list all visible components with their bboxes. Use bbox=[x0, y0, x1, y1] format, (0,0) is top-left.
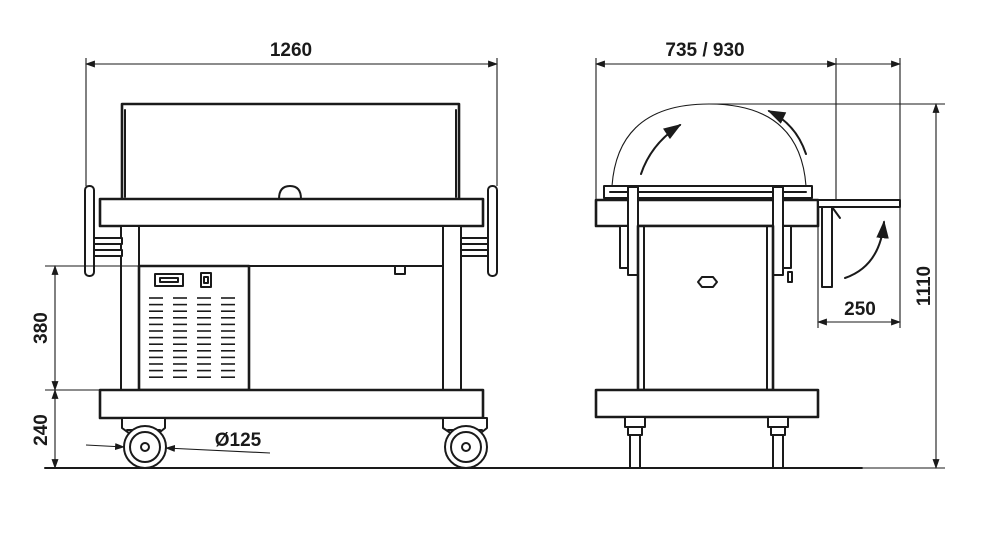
dimension-labels: 1260 735 / 930 380 240 Ø125 250 1110 bbox=[31, 40, 935, 451]
side-bottom-shelf bbox=[594, 388, 820, 419]
side-view bbox=[594, 103, 901, 469]
front-leg-right bbox=[442, 225, 462, 391]
handle-left bbox=[84, 185, 95, 277]
dome-open-arrow-left bbox=[640, 124, 682, 175]
handle-right bbox=[487, 185, 498, 277]
dim-side-shelf: 250 bbox=[844, 299, 876, 320]
front-top-slab bbox=[98, 197, 485, 228]
dim-side-depth: 735 / 930 bbox=[665, 40, 744, 61]
dim-wheel-diameter: Ø125 bbox=[215, 430, 262, 451]
hood-handle bbox=[278, 185, 302, 200]
side-shelf bbox=[817, 199, 901, 208]
dimension-lines bbox=[45, 58, 945, 469]
dim-base-height: 240 bbox=[31, 414, 52, 446]
side-caster-right bbox=[767, 416, 789, 469]
side-caster-left bbox=[624, 416, 646, 469]
side-body bbox=[636, 224, 775, 392]
dim-front-width: 1260 bbox=[270, 40, 312, 61]
dome-open-arrow-right bbox=[767, 110, 807, 155]
front-view bbox=[84, 102, 498, 469]
dim-shelf-height: 380 bbox=[31, 312, 52, 344]
front-bottom-shelf bbox=[98, 388, 485, 420]
front-caster-right bbox=[442, 417, 488, 469]
shelf-fold-arrow bbox=[844, 220, 889, 279]
dim-total-height: 1110 bbox=[914, 266, 935, 306]
vent-grille bbox=[149, 297, 235, 379]
front-leg-left bbox=[120, 225, 140, 391]
front-caster-left bbox=[121, 417, 167, 469]
